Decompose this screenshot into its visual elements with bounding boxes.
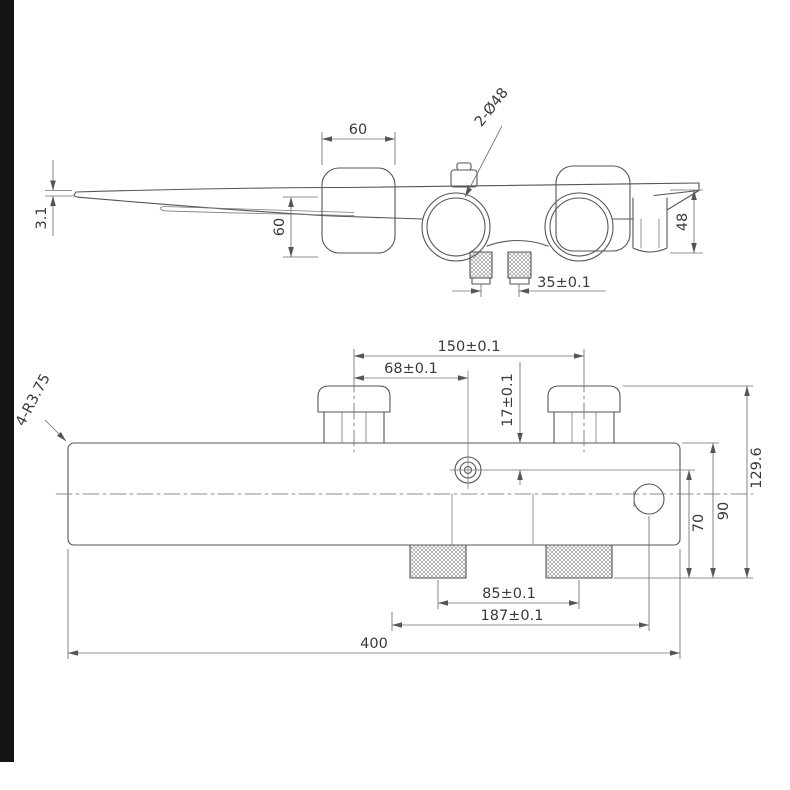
dim-lower-height-label: 70: [691, 514, 707, 532]
dim-body-height: 48: [670, 189, 703, 254]
dim-handle-height-label: 60: [272, 218, 288, 236]
dim-span-label: 187±0.1: [481, 608, 544, 624]
dim-overall-width: 400: [67, 549, 681, 659]
dim-port-spacing-label: 35±0.1: [537, 275, 591, 291]
dim-handle-centers-label: 150±0.1: [438, 339, 501, 355]
dim-holes-label: 2-Ø48: [472, 85, 512, 130]
valve-circle-right-inner: [549, 197, 609, 257]
knurled-nut-right: [545, 544, 613, 579]
dim-overall-width-label: 400: [360, 636, 388, 652]
diverter-button: [456, 162, 472, 171]
dim-handle-centers: 150±0.1: [353, 339, 585, 376]
inlet-stub-right: [507, 251, 532, 285]
handle-centerlines: [353, 375, 585, 453]
dim-port-offset: 17±0.1: [486, 362, 695, 485]
left-edge-bar: [0, 0, 14, 762]
top-view: [73, 162, 700, 285]
wall-outlet: [632, 197, 668, 253]
dim-handle-width-label: 60: [349, 122, 367, 138]
dim-body-height-label: 48: [675, 213, 691, 231]
body-outline: [331, 182, 700, 247]
dim-body-height-front: 90: [682, 442, 732, 578]
inlet-stub-left: [469, 251, 493, 285]
spout-outline: [73, 186, 355, 217]
dim-spout-tip-label: 3.1: [34, 206, 50, 229]
body-internal-lines: [451, 493, 534, 546]
dim-overall-height-label: 129.6: [749, 447, 765, 489]
front-view: [55, 370, 754, 579]
handle-base-right: [555, 165, 631, 252]
dim-handle-height: 60: [272, 196, 318, 258]
dim-body-height-front-label: 90: [716, 502, 732, 520]
handle-right: [547, 385, 621, 444]
dim-corner-radius: 4-R3.75: [13, 371, 67, 442]
valve-circle-left-inner: [426, 197, 486, 257]
handle-base-left: [321, 167, 396, 254]
dim-lower-height: 70: [686, 470, 707, 578]
top-view-dimensions: 60 2-Ø48 3.1 60 48 35±0.1: [34, 85, 703, 297]
side-outlet: [633, 483, 665, 515]
handle-left: [317, 385, 391, 444]
dim-span: 187±0.1: [391, 516, 650, 631]
diverter-tab: [450, 169, 478, 188]
dim-corner-radius-label: 4-R3.75: [13, 371, 54, 429]
dim-handle-width: 60: [321, 122, 396, 165]
dim-port-spacing: 35±0.1: [452, 275, 606, 297]
dim-handle-offset-label: 68±0.1: [384, 361, 438, 377]
front-view-dimensions: 150±0.1 68±0.1 17±0.1 4-R3.75 129.6 90: [13, 339, 765, 659]
dim-knob-spacing-label: 85±0.1: [482, 586, 536, 602]
spout-channel: [159, 206, 355, 216]
dim-handle-offset: 68±0.1: [354, 361, 468, 381]
dim-port-offset-label: 17±0.1: [500, 373, 516, 427]
dim-knob-spacing: 85±0.1: [437, 580, 580, 609]
dim-overall-height: 129.6: [614, 385, 765, 579]
valve-circle-right-outer: [544, 192, 614, 262]
dim-holes: 2-Ø48: [464, 85, 512, 198]
valve-circle-left-outer: [421, 192, 491, 262]
knurled-nut-left: [409, 544, 467, 579]
dim-spout-tip: 3.1: [34, 160, 74, 236]
